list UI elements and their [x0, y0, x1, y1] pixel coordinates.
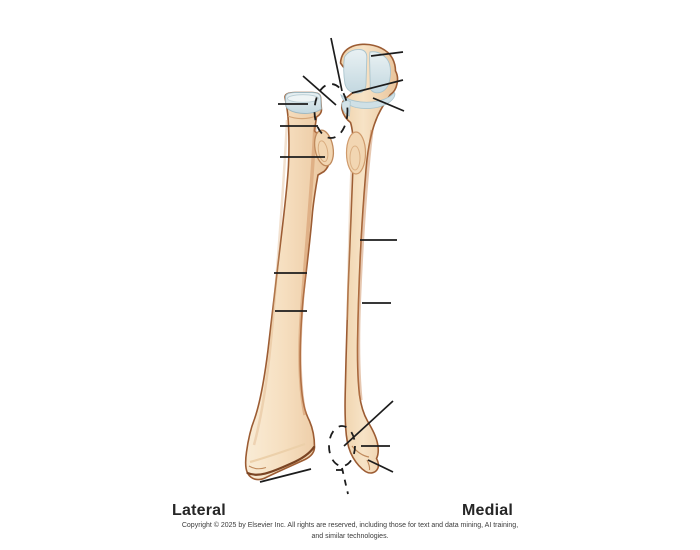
ulna-bone [339, 43, 399, 474]
dashed-circle-distal-radioulnar-joint [328, 425, 356, 467]
leader-line [372, 97, 405, 112]
leader-line [370, 51, 404, 57]
leader-line [343, 400, 394, 447]
distal-radius-dark-edge [246, 445, 316, 476]
radius-medial-shading [298, 124, 317, 416]
copyright-line-2: and similar technologies. [311, 532, 389, 540]
trochlear-notch-left-lobe [343, 49, 368, 94]
dashed-pointer-segment [341, 467, 349, 495]
trochlear-notch-lower-band [340, 91, 396, 109]
radial-tuberosity-inner-contour [317, 140, 329, 163]
radius-lateral-shading [252, 119, 289, 446]
leader-lines-group [259, 37, 405, 483]
radial-head-top-facet [287, 94, 319, 103]
distal-radius-highlight-ridge [249, 442, 306, 464]
radial-styloid-contour [248, 465, 267, 470]
medial-orientation-label: Medial [462, 502, 513, 519]
leader-line [367, 459, 394, 473]
ulna-medial-shading [357, 129, 374, 401]
lateral-orientation-label: Lateral [172, 502, 226, 519]
dashed-circle-proximal-radioulnar-joint [313, 83, 349, 139]
trochlear-notch-right-lobe [369, 51, 391, 94]
leader-line [259, 468, 312, 483]
copyright-line-1: Copyright © 2025 by Elsevier Inc. All ri… [181, 522, 519, 529]
radius-bone [244, 91, 335, 481]
copyright-notice: Copyright © 2025 by Elsevier Inc. All ri… [0, 521, 700, 543]
ulnar-tuberosity-inner-contour [349, 145, 361, 171]
leader-line [330, 37, 343, 92]
radial-neck-contour [287, 115, 317, 120]
ulnar-head-contour [351, 445, 370, 458]
ulnar-styloid-contour [366, 459, 371, 471]
dashed-markers-group [313, 83, 356, 495]
leader-line [351, 79, 404, 94]
ulnar-tuberosity [345, 131, 367, 175]
